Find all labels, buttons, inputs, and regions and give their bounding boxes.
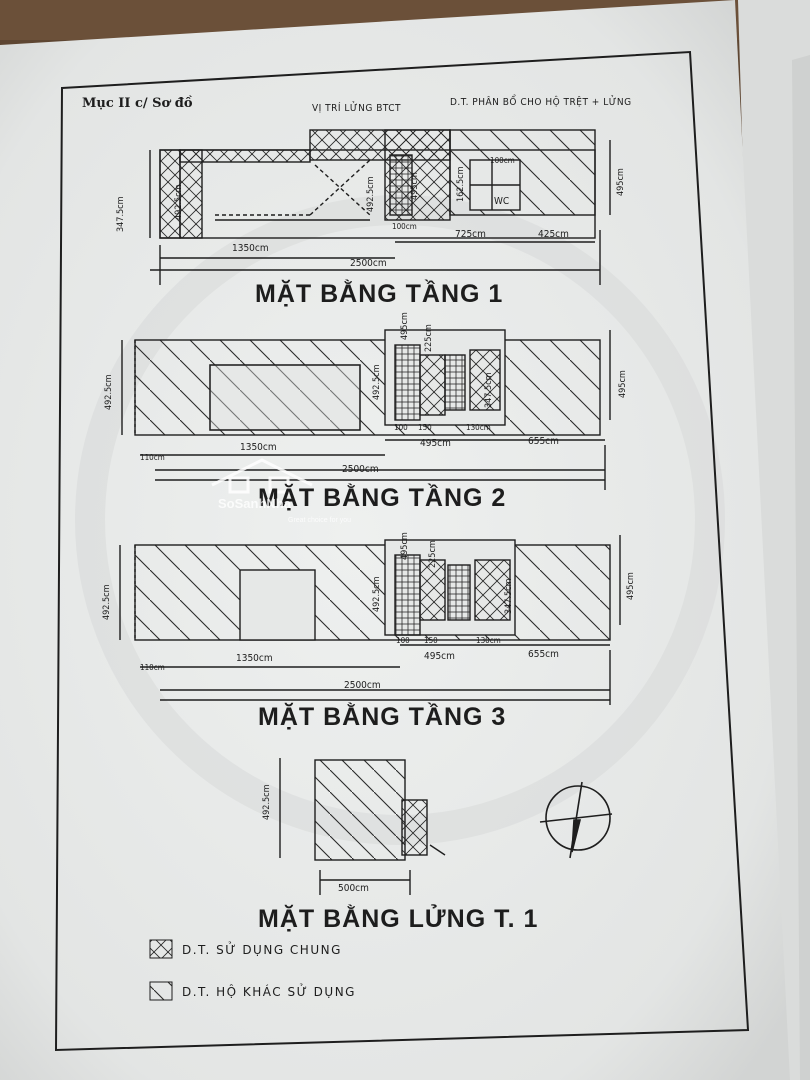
mez-dim-h-left: 492.5cm [262, 784, 272, 820]
f2-dim-total: 2500cm [342, 464, 379, 475]
f2-dim-h-top-a: 495cm [400, 312, 410, 340]
legend-other-households-area: D.T. HỘ KHÁC SỬ DỤNG [182, 985, 356, 999]
f2-dim-w-110: 110cm [140, 453, 165, 462]
f2-dim-w-100: 100 [394, 423, 408, 432]
floor3-plan [119, 535, 621, 705]
f2-dim-h-mid: 492.5cm [372, 364, 382, 400]
f1-dim-wc-b: 100cm [490, 156, 515, 165]
watermark-tagline: Great choice for you [288, 517, 352, 524]
f1-dim-w-100: 100cm [392, 222, 417, 231]
mezzanine-plan [279, 758, 446, 895]
f3-dim-h-right: 495cm [626, 572, 636, 600]
floor2-plan [121, 329, 611, 490]
f3-dim-w-a: 1350cm [236, 653, 273, 664]
f2-dim-w-130: 130cm [466, 423, 491, 432]
f1-allocation-note: D.T. PHÂN BỔ CHO HỘ TRỆT + LỬNG [450, 97, 632, 108]
f3-dim-h-left: 492.5cm [102, 584, 112, 620]
f2-dim-w-c: 655cm [528, 436, 559, 447]
f1-wc-label: WC [494, 196, 510, 207]
mez-dim-w: 500cm [338, 883, 369, 894]
floor1-plan [149, 129, 611, 285]
f3-dim-w-130: 130cm [476, 636, 501, 645]
f3-dim-w-150: 150 [424, 636, 438, 645]
f2-dim-w-a: 1350cm [240, 442, 277, 453]
f3-dim-w-b: 495cm [424, 651, 455, 662]
f3-dim-h-mid: 492.5cm [372, 576, 382, 612]
f2-dim-w-b: 495cm [420, 438, 451, 449]
f1-dim-h-wc: 162.5cm [456, 166, 466, 202]
f3-dim-h-top-a: 495cm [400, 532, 410, 560]
section-label: Mục II c/ Sơ đồ [82, 96, 193, 111]
f2-dim-h-left: 492.5cm [104, 374, 114, 410]
f3-dim-total: 2500cm [344, 680, 381, 691]
mezzanine-title: MẶT BẰNG LỬNG T. 1 [258, 905, 539, 933]
f1-dim-h-right: 495cm [616, 168, 626, 196]
f1-dim-w-c: 425cm [538, 229, 569, 240]
f2-dim-h-top-b: 225cm [424, 324, 434, 352]
f1-stair-note: VỊ TRÍ LỬNG BTCT [312, 103, 402, 114]
f1-dim-h-mid: 492.5cm [366, 176, 376, 212]
north-arrow-icon [539, 781, 613, 859]
floor2-title: MẶT BẰNG TẦNG 2 [258, 484, 507, 512]
f1-dim-w-b: 725cm [455, 229, 486, 240]
f3-dim-h-stair: 347.5cm [504, 578, 514, 614]
watermark-brand: SoSanhNha [218, 496, 291, 511]
f2-dim-h-stair: 347.5cm [484, 372, 494, 408]
f3-dim-w-110: 110cm [140, 663, 165, 672]
f3-dim-w-100: 100 [396, 636, 410, 645]
f2-dim-w-150: 150 [418, 423, 432, 432]
f2-dim-h-right: 495cm [618, 370, 628, 398]
f1-dim-w-a: 1350cm [232, 243, 269, 254]
f1-dim-h-left: 347.5cm [116, 196, 126, 232]
f3-dim-h-top-b: 225cm [428, 540, 438, 568]
f1-dim-h-inner: 492.5cm [174, 184, 184, 220]
floor1-title: MẶT BẰNG TẦNG 1 [255, 280, 504, 308]
f1-dim-h-stair: 495cm [410, 172, 420, 200]
legend-shared-area: D.T. SỬ DỤNG CHUNG [182, 943, 342, 957]
floor3-title: MẶT BẰNG TẦNG 3 [258, 703, 507, 731]
f3-dim-w-c: 655cm [528, 649, 559, 660]
f1-dim-total: 2500cm [350, 258, 387, 269]
